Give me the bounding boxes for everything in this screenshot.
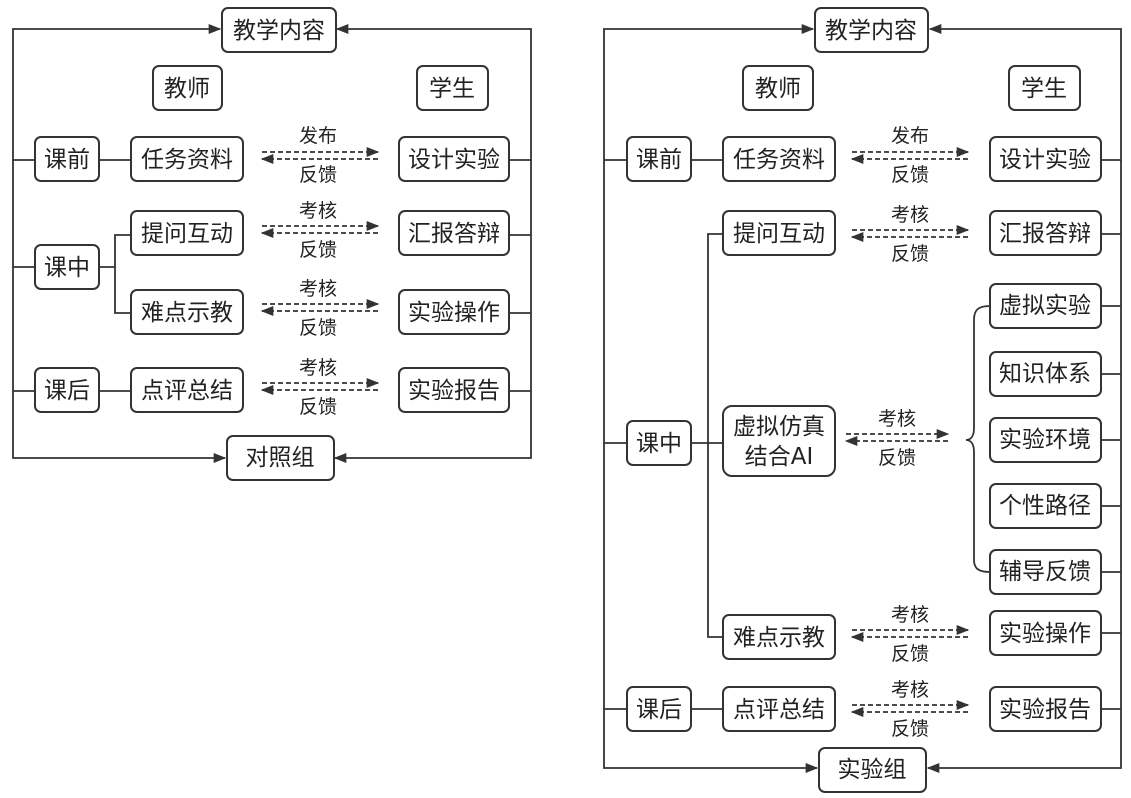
arrow-lower-label: 反馈 [891,643,929,665]
control-bottom-label: 对照组 [246,445,315,471]
control-phase-after: 课后 [34,367,100,413]
arrow-lower-label: 反馈 [891,164,929,186]
vr-item-label: 实验环境 [999,427,1091,453]
student-item-label: 设计实验 [999,147,1091,173]
student-item-label: 设计实验 [408,147,500,173]
experiment-student-item: 设计实验 [989,136,1102,182]
phase-label: 课后 [636,697,682,723]
control-student-item: 汇报答辩 [398,210,510,256]
arrow-lower-label: 反馈 [299,396,337,418]
phase-label: 课前 [44,147,90,173]
experiment-group-diagram: 教学内容 教师 学生 实验组 课前 课中 课后 任务资 [603,7,1122,793]
student-item-label: 实验报告 [408,378,500,404]
teacher-item-label: 难点示教 [733,625,825,651]
control-student-header: 学生 [416,65,489,111]
experiment-vr-item: 知识体系 [989,351,1102,397]
experiment-vr-item: 实验环境 [989,417,1102,463]
vr-item-label: 知识体系 [999,361,1091,387]
student-item-label: 汇报答辩 [999,221,1091,247]
experiment-teacher-item: 任务资料 [722,136,836,182]
phase-label: 课后 [44,378,90,404]
experiment-phase-before: 课前 [626,136,692,182]
experiment-vr-item: 虚拟实验 [989,283,1102,329]
control-top-node: 教学内容 [221,7,337,53]
control-student-label: 学生 [429,76,475,102]
control-teacher-header: 教师 [152,65,223,111]
experiment-student-item: 汇报答辩 [989,210,1102,256]
teacher-item-label: 点评总结 [733,697,825,723]
arrow-lower-label: 反馈 [878,447,916,469]
experiment-top-node: 教学内容 [814,7,929,53]
teacher-item-label: 任务资料 [141,147,233,173]
experiment-vr-ai-node: 虚拟仿真 结合AI [722,405,836,477]
experiment-teacher-label: 教师 [755,76,801,102]
arrow-upper-label: 考核 [878,408,916,430]
student-item-label: 实验报告 [999,697,1091,723]
experiment-teacher-header: 教师 [742,65,814,111]
experiment-student-item: 实验报告 [989,686,1102,732]
control-bottom-node: 对照组 [226,435,335,481]
control-teacher-item: 提问互动 [130,210,244,256]
teacher-item-label: 提问互动 [733,221,825,247]
student-item-label: 实验操作 [408,300,500,326]
teacher-item-label: 任务资料 [733,147,825,173]
control-group-diagram: 教学内容 教师 学生 对照组 课前 课中 课后 任务资 [12,7,532,481]
arrow-lower-label: 反馈 [891,243,929,265]
experiment-student-header: 学生 [1008,65,1081,111]
control-student-item: 设计实验 [398,136,510,182]
experiment-bottom-label: 实验组 [838,757,907,783]
control-teacher-item: 点评总结 [130,367,244,413]
phase-label: 课中 [44,255,90,281]
control-phase-during: 课中 [34,244,100,290]
control-teacher-label: 教师 [164,76,210,102]
experiment-bottom-node: 实验组 [818,747,927,793]
control-top-label: 教学内容 [233,18,325,44]
arrow-lower-label: 反馈 [891,718,929,740]
teacher-item-label: 提问互动 [141,221,233,247]
vr-item-label: 个性路径 [999,493,1091,519]
vr-item-label: 虚拟实验 [999,293,1091,319]
control-phase-before: 课前 [34,136,100,182]
teacher-item-label: 难点示教 [141,300,233,326]
experiment-student-item: 实验操作 [989,610,1102,656]
arrow-upper-label: 考核 [891,679,929,701]
control-teacher-item: 难点示教 [130,289,244,335]
experiment-vr-item: 个性路径 [989,483,1102,529]
student-item-label: 实验操作 [999,621,1091,647]
experiment-student-label: 学生 [1021,76,1067,102]
vr-line1: 虚拟仿真 [733,414,825,440]
experiment-vr-item: 辅导反馈 [989,549,1102,595]
experiment-teacher-item: 提问互动 [722,210,836,256]
control-teacher-item: 任务资料 [130,136,244,182]
control-student-item: 实验操作 [398,289,510,335]
experiment-teacher-item: 难点示教 [722,614,836,660]
vr-item-label: 辅导反馈 [999,559,1091,585]
phase-label: 课前 [636,147,682,173]
phase-label: 课中 [636,431,682,457]
arrow-upper-label: 发布 [299,125,337,147]
arrow-upper-label: 发布 [891,125,929,147]
arrow-upper-label: 考核 [299,200,337,222]
arrow-upper-label: 考核 [891,604,929,626]
teacher-item-label: 点评总结 [141,378,233,404]
control-student-item: 实验报告 [398,367,510,413]
experiment-phase-after: 课后 [626,686,692,732]
arrow-lower-label: 反馈 [299,164,337,186]
arrow-upper-label: 考核 [891,204,929,226]
arrow-upper-label: 考核 [299,357,337,379]
student-item-label: 汇报答辩 [408,221,500,247]
experiment-phase-during: 课中 [626,420,692,466]
experiment-teacher-item: 点评总结 [722,686,836,732]
vr-line2: 结合AI [745,444,814,470]
experiment-top-label: 教学内容 [825,18,917,44]
arrow-lower-label: 反馈 [299,317,337,339]
arrow-lower-label: 反馈 [299,239,337,261]
arrow-upper-label: 考核 [299,278,337,300]
